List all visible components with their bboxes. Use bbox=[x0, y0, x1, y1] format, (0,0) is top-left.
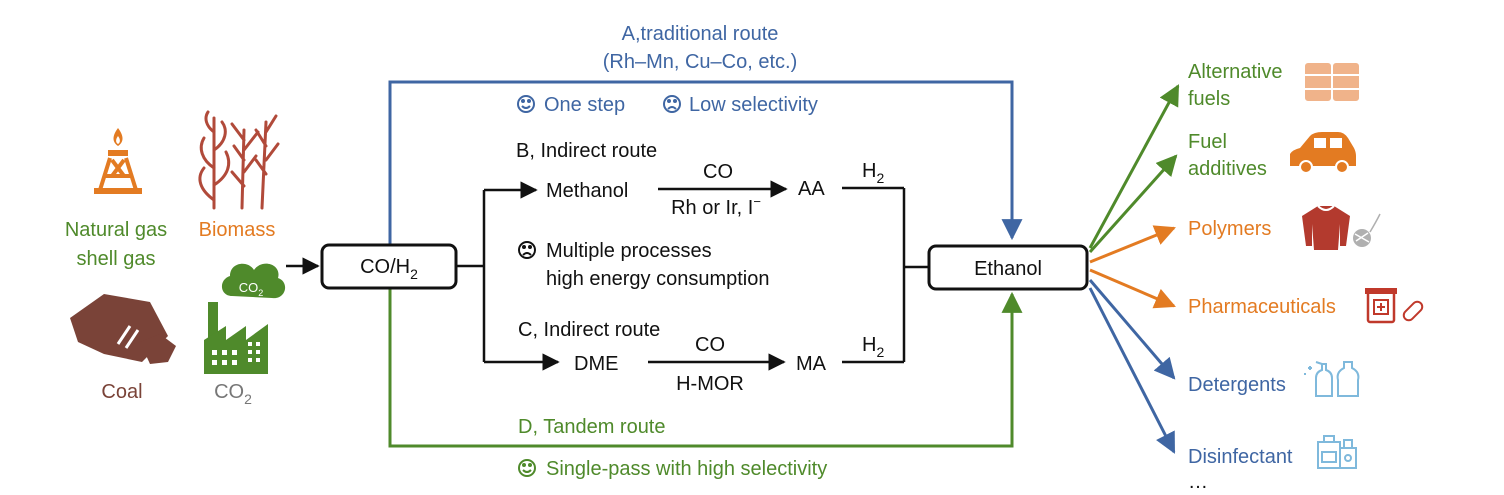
product-alternative-fuels-line1: Alternative bbox=[1188, 61, 1283, 83]
product-arrows bbox=[1088, 84, 1180, 454]
car-icon bbox=[1290, 132, 1356, 174]
aa-label: AA bbox=[798, 178, 825, 200]
coal-label: Coal bbox=[101, 381, 142, 403]
route-d-line bbox=[388, 288, 1023, 448]
co2-source-label: CO2 bbox=[214, 381, 252, 407]
indirect-routes-lines bbox=[456, 180, 929, 371]
route-b-con-line1: Multiple processes bbox=[546, 240, 712, 262]
natural-gas-label-line1: Natural gas bbox=[65, 219, 167, 241]
route-c-h2: H2 bbox=[862, 334, 884, 360]
natural-gas-label-line2: shell gas bbox=[77, 248, 156, 270]
coal-lump-icon bbox=[70, 294, 176, 364]
product-pharmaceuticals: Pharmaceuticals bbox=[1188, 296, 1336, 318]
product-fuel-additives-line2: additives bbox=[1188, 158, 1267, 180]
route-b-title: B, Indirect route bbox=[516, 140, 657, 162]
biomass-label: Biomass bbox=[199, 219, 276, 241]
products-ellipsis: … bbox=[1188, 471, 1208, 493]
co2-cloud-label: CO2 bbox=[239, 280, 264, 298]
frown-icon bbox=[663, 95, 681, 113]
smile-icon bbox=[518, 459, 536, 477]
route-b-catalyst: Rh or Ir, I− bbox=[671, 194, 761, 219]
syngas-label: CO/H2 bbox=[360, 256, 418, 282]
route-a-line bbox=[388, 80, 1023, 246]
dme-label: DME bbox=[574, 353, 618, 375]
gas-rig-icon bbox=[94, 128, 142, 194]
product-alternative-fuels-line2: fuels bbox=[1188, 88, 1230, 110]
product-disinfectant: Disinfectant bbox=[1188, 446, 1293, 468]
sweater-yarn-icon bbox=[1302, 205, 1381, 250]
ma-label: MA bbox=[796, 353, 827, 375]
frown-icon bbox=[518, 241, 536, 259]
product-fuel-additives-line1: Fuel bbox=[1188, 131, 1227, 153]
route-b-h2: H2 bbox=[862, 160, 884, 186]
route-c-reagent: CO bbox=[695, 334, 725, 356]
route-d-pro: Single-pass with high selectivity bbox=[546, 458, 827, 480]
crop-plants-icon bbox=[198, 110, 280, 210]
route-b-reagent: CO bbox=[703, 161, 733, 183]
fuel-barrels-icon bbox=[1303, 61, 1361, 103]
route-c-title: C, Indirect route bbox=[518, 319, 660, 341]
route-d-title: D, Tandem route bbox=[518, 416, 666, 438]
medicine-icon bbox=[1365, 288, 1424, 324]
route-a-subtitle: (Rh–Mn, Cu–Co, etc.) bbox=[603, 51, 798, 73]
route-a-con: Low selectivity bbox=[689, 94, 818, 116]
smile-icon bbox=[517, 95, 535, 113]
detergent-bottles-icon bbox=[1304, 361, 1360, 397]
factory-icon: CO2 bbox=[204, 263, 286, 374]
route-a-pro: One step bbox=[544, 94, 625, 116]
product-detergents: Detergents bbox=[1188, 374, 1286, 396]
ethanol-label: Ethanol bbox=[974, 258, 1042, 280]
product-polymers: Polymers bbox=[1188, 218, 1271, 240]
route-b-con-line2: high energy consumption bbox=[546, 268, 769, 290]
methanol-label: Methanol bbox=[546, 180, 628, 202]
route-c-catalyst: H-MOR bbox=[676, 373, 744, 395]
route-a-title: A,traditional route bbox=[622, 23, 779, 45]
disinfectant-bottles-icon bbox=[1317, 435, 1357, 469]
